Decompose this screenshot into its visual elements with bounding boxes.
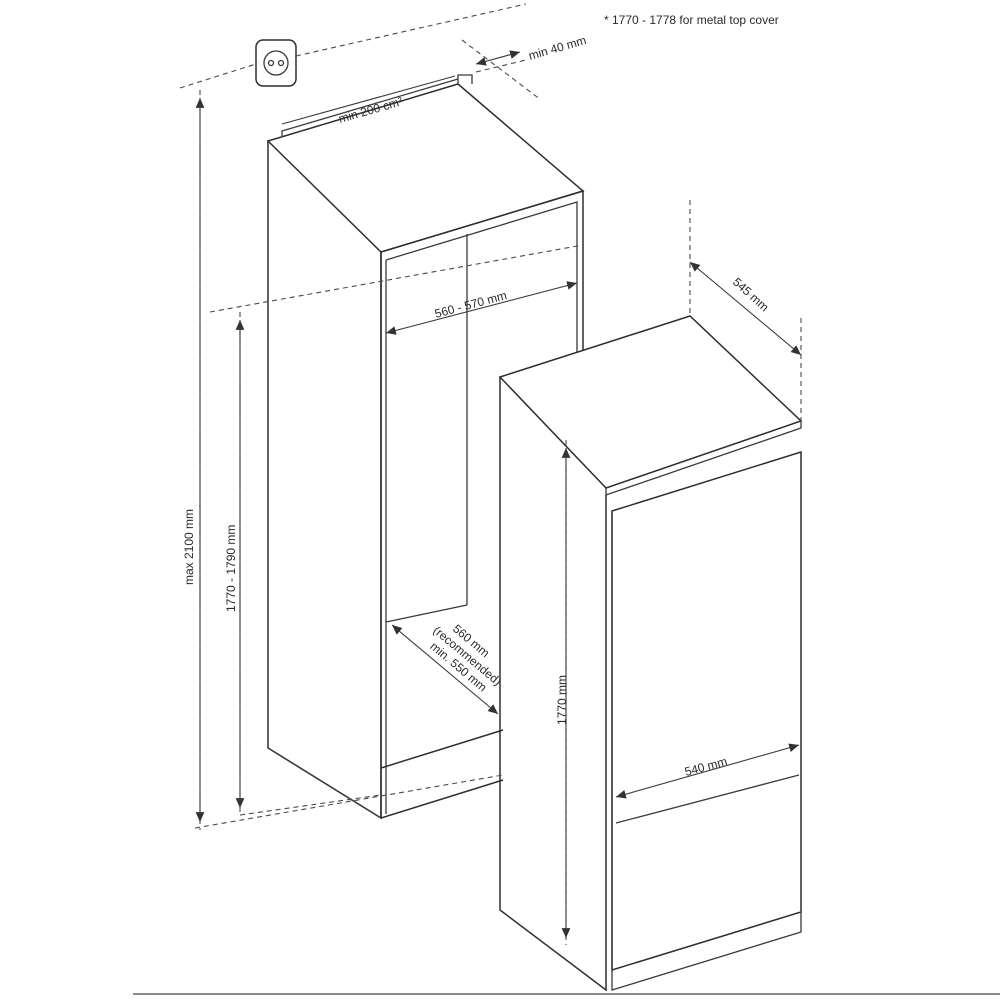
label-appliance-width: 540 mm: [683, 754, 729, 779]
appliance-fridge: [498, 315, 803, 992]
top-note: * 1770 - 1778 for metal top cover: [604, 13, 779, 27]
label-gap: min 40 mm: [527, 33, 588, 63]
cabinet-niche: [266, 74, 585, 820]
label-niche-width: 560 - 570 mm: [433, 288, 508, 321]
label-appliance-height: 1770 mm: [555, 675, 569, 725]
label-max-height: max 2100 mm: [182, 509, 196, 585]
label-appliance-depth: 545 mm: [730, 275, 772, 314]
power-socket-icon: [255, 39, 297, 87]
label-niche-height: 1770 - 1790 mm: [224, 525, 238, 612]
